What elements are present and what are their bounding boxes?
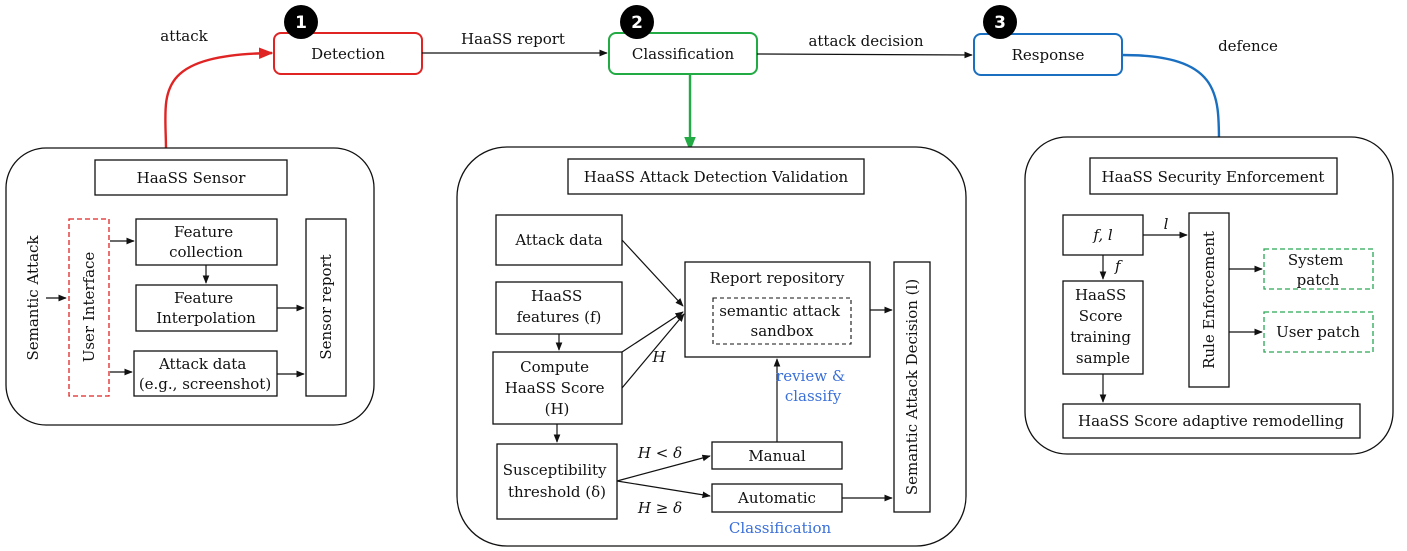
user-patch-label: User patch [1276, 323, 1360, 341]
decision-box [893, 261, 931, 513]
user-patch-box [1263, 311, 1374, 353]
attack-data-to-repository-arrow [621, 239, 684, 307]
defence-connector [1121, 53, 1225, 152]
features-to-repository-arrow [621, 311, 684, 353]
stage-2-badge [620, 5, 654, 39]
fl-label: f, l [1092, 226, 1113, 244]
sandbox-box [712, 297, 852, 345]
classification-stage-box [608, 32, 758, 75]
susceptibility-label: Susceptibility threshold (δ) [503, 461, 612, 501]
user-interface-box [68, 218, 110, 397]
h-less-label: H < δ [637, 444, 682, 462]
attack-decision-label: attack decision [808, 32, 923, 50]
validation-attack-data-box [495, 214, 623, 266]
feature-collection-box [135, 218, 278, 266]
sensor-report-label: Sensor report [317, 254, 335, 359]
feature-interpolation-label: Feature Interpolation [156, 289, 256, 327]
score-to-repository-arrow [621, 313, 685, 389]
review-classify-label: review & classify [776, 367, 850, 405]
validation-title: HaaSS Attack Detection Validation [584, 168, 849, 186]
detection-stage-label: Detection [311, 45, 385, 63]
classification-stage-label: Classification [632, 45, 735, 63]
sensor-report-box [305, 218, 347, 397]
validation-attack-data-label: Attack data [514, 231, 602, 249]
manual-box [711, 441, 843, 470]
validation-panel: HaaSS Attack Detection Validation Attack… [456, 146, 967, 547]
compute-score-box [492, 351, 623, 425]
l-label: l [1164, 215, 1169, 233]
h-geq-label: H ≥ δ [637, 499, 682, 517]
sensor-title-box [94, 159, 288, 196]
response-stage-label: Response [1012, 46, 1085, 64]
h-label: H [651, 348, 666, 366]
stage-2-number: 2 [631, 13, 643, 33]
sensor-title: HaaSS Sensor [137, 169, 247, 187]
threshold-to-automatic-arrow [616, 480, 711, 499]
automatic-box [711, 483, 843, 513]
defence-label: defence [1218, 37, 1278, 55]
sandbox-label: semantic attack sandbox [719, 302, 845, 340]
stage-1-badge [284, 5, 318, 39]
remodelling-label: HaaSS Score adaptive remodelling [1078, 412, 1344, 430]
enforcement-panel: HaaSS Security Enforcement f, l HaaSS Sc… [1024, 136, 1394, 455]
enforcement-title-box [1089, 157, 1338, 195]
system-patch-box [1263, 248, 1374, 290]
decision-label: Semantic Attack Decision (l) [903, 279, 921, 495]
susceptibility-box [496, 443, 618, 520]
validation-title-box [567, 158, 865, 195]
attack-decision-arrow [756, 51, 973, 59]
feature-interpolation-box [135, 284, 278, 332]
stage-3-badge [983, 5, 1017, 39]
attack-connector [164, 47, 274, 151]
threshold-to-manual-arrow [616, 454, 711, 482]
semantic-attack-label: Semantic Attack [24, 235, 42, 361]
f-label: f [1114, 257, 1123, 275]
training-sample-box [1062, 280, 1144, 375]
rule-enforcement-label: Rule Enforcement [1200, 231, 1218, 369]
report-repository-label: Report repository [710, 269, 845, 287]
automatic-label: Automatic [737, 489, 816, 507]
enforcement-title: HaaSS Security Enforcement [1102, 168, 1325, 186]
attack-label: attack [160, 27, 208, 45]
training-sample-label: HaaSS Score training sample [1070, 286, 1135, 367]
sensor-panel: HaaSS Sensor Semantic Attack User Interf… [5, 147, 375, 426]
haass-features-label: HaaSS features (f) [517, 287, 602, 326]
classification-note: Classification [729, 519, 832, 537]
user-interface-label: User Interface [80, 252, 98, 363]
feature-collection-label: Feature collection [169, 223, 243, 261]
system-patch-label: System patch [1288, 251, 1348, 289]
manual-label: Manual [748, 447, 806, 465]
pipeline-stages: Detection 1 Classification 2 Response 3 … [160, 5, 1278, 152]
stage-3-number: 3 [994, 13, 1006, 33]
rule-enforcement-box [1188, 212, 1230, 388]
haass-report-label: HaaSS report [461, 30, 565, 48]
stage-1-number: 1 [295, 13, 307, 33]
sensor-attack-data-label: Attack data (e.g., screenshot) [139, 355, 271, 393]
compute-score-label: Compute HaaSS Score (H) [505, 358, 610, 418]
remodelling-box [1062, 403, 1361, 439]
